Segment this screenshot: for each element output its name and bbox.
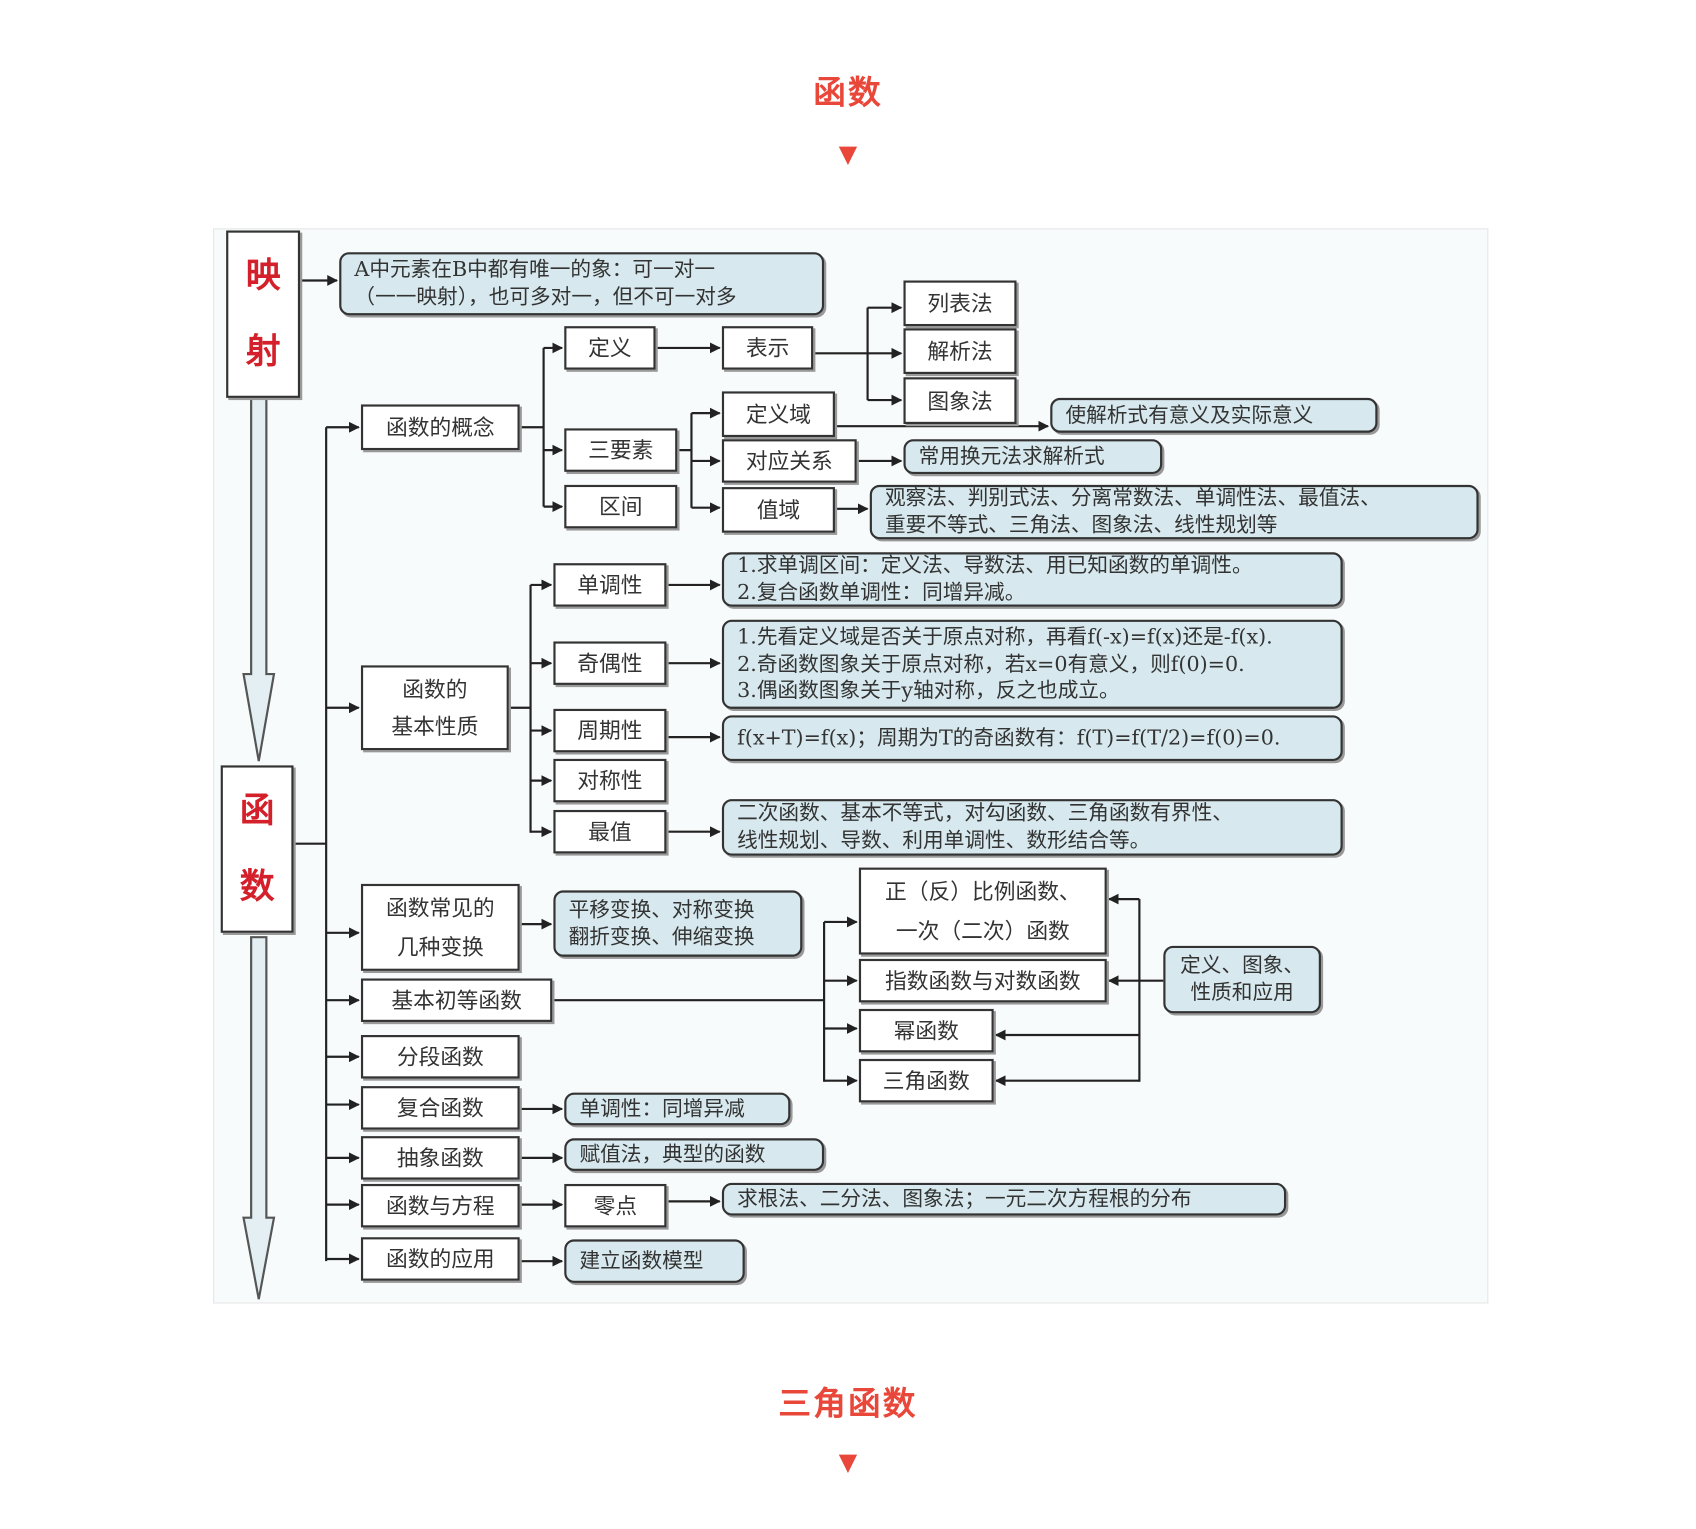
down-triangle-icon: ▼: [838, 1449, 858, 1477]
monotonicity-note: 1.求单调区间：定义法、导数法、用已知函数的单调性。 2.复合函数单调性：同增异…: [721, 552, 1343, 607]
extremum-note: 二次函数、基本不等式，对勾函数、三角函数有界性、 线性规划、导数、利用单调性、数…: [721, 799, 1343, 856]
periodicity-box: 周期性: [553, 708, 667, 753]
definition-box: 定义: [564, 326, 656, 370]
mapping-note: A中元素在B中都有唯一的象：可一对一 （一一映射），也可多对一，但不可一对多: [339, 252, 825, 316]
extremum-box: 最值: [553, 809, 667, 854]
note-line: 二次函数、基本不等式，对勾函数、三角函数有界性、: [737, 801, 1233, 826]
application-box: 函数的应用: [360, 1237, 520, 1281]
function-char: 函: [239, 789, 275, 832]
application-note: 建立函数模型: [564, 1239, 745, 1283]
equation-box: 函数与方程: [360, 1183, 520, 1228]
symmetry-box: 对称性: [553, 758, 667, 803]
note-line: A中元素在B中都有唯一的象：可一对一: [354, 258, 716, 282]
note-line: 重要不等式、三角法、图象法、线性规划等: [884, 513, 1278, 538]
note-line: 线性规划、导数、利用单调性、数形结合等。: [737, 828, 1151, 853]
trig-function-box: 三角函数: [858, 1058, 994, 1103]
note-line: 观察法、判别式法、分离常数法、单调性法、最值法、: [884, 486, 1381, 511]
elementary-note: 定义、图象、 性质和应用: [1163, 945, 1321, 1014]
interval-box: 区间: [564, 484, 678, 529]
correspondence-note: 常用换元法求解析式: [903, 439, 1163, 475]
exp-log-box: 指数函数与对数函数: [858, 958, 1107, 1003]
concept-box: 函数的概念: [360, 404, 520, 451]
monotonicity-box: 单调性: [553, 563, 667, 607]
note-line: 1.求单调区间：定义法、导数法、用已知函数的单调性。: [737, 553, 1253, 578]
label-line: 几种变换: [396, 933, 484, 960]
correspondence-box: 对应关系: [721, 439, 857, 483]
composite-note: 单调性：同增异减: [564, 1092, 791, 1126]
function-char: 数: [239, 865, 275, 907]
label-line: 基本性质: [391, 713, 479, 740]
note-line: 3.偶函数图象关于y轴对称，反之也成立。: [737, 678, 1120, 703]
label-line: 一次（二次）函数: [895, 917, 1070, 944]
range-box: 值域: [721, 487, 835, 533]
composite-box: 复合函数: [360, 1086, 520, 1130]
linear-function-box: 正（反）比例函数、 一次（二次）函数: [858, 867, 1107, 955]
note-line: 2.奇函数图象关于原点对称，若x=0有意义，则f(0)=0.: [737, 651, 1245, 676]
label-line: 函数的: [402, 676, 468, 703]
note-line: （一一映射），也可多对一，但不可一对多: [354, 284, 737, 309]
section-title: 函数: [813, 73, 883, 112]
note-line: 平移变换、对称变换: [568, 897, 755, 922]
power-function-box: 幂函数: [858, 1008, 994, 1053]
range-note: 观察法、判别式法、分离常数法、单调性法、最值法、 重要不等式、三角法、图象法、线…: [869, 484, 1479, 540]
equation-note: 求根法、二分法、图象法；一元二次方程根的分布: [721, 1182, 1287, 1216]
elementary-box: 基本初等函数: [360, 978, 553, 1022]
note-line: 性质和应用: [1190, 980, 1294, 1005]
mapping-char: 映: [245, 254, 281, 297]
function-box: 函 数: [220, 765, 294, 933]
method-box: 列表法: [903, 280, 1017, 327]
domain-note: 使解析式有意义及实际意义: [1050, 397, 1378, 433]
zero-point-box: 零点: [564, 1183, 667, 1228]
mapping-box: 映 射: [226, 230, 301, 398]
three-elements-box: 三要素: [564, 428, 678, 472]
mapping-char: 射: [245, 330, 281, 372]
down-triangle-icon: ▼: [838, 141, 858, 169]
note-line: 翻折变换、伸缩变换: [568, 924, 755, 949]
piecewise-box: 分段函数: [360, 1035, 520, 1079]
transform-box: 函数常见的 几种变换: [360, 883, 520, 971]
periodicity-note: f(x+T)=f(x)；周期为T的奇函数有：f(T)=f(T/2)=f(0)=0…: [721, 715, 1343, 762]
note-line: 1.先看定义域是否关于原点对称，再看f(-x)=f(x)还是-f(x).: [737, 625, 1273, 650]
representation-box: 表示: [721, 326, 814, 370]
abstract-note: 赋值法，典型的函数: [564, 1138, 825, 1171]
abstract-box: 抽象函数: [360, 1136, 520, 1180]
note-line: 定义、图象、: [1180, 953, 1305, 978]
method-box: 解析法: [903, 328, 1017, 374]
label-line: 正（反）比例函数、: [884, 878, 1081, 905]
method-box: 图象法: [903, 377, 1017, 425]
transform-note: 平移变换、对称变换 翻折变换、伸缩变换: [553, 890, 803, 957]
domain-box: 定义域: [721, 391, 835, 438]
note-line: 2.复合函数单调性：同增异减。: [737, 580, 1026, 605]
section-title: 三角函数: [778, 1385, 918, 1424]
parity-note: 1.先看定义域是否关于原点对称，再看f(-x)=f(x)还是-f(x). 2.奇…: [721, 619, 1343, 709]
parity-box: 奇偶性: [553, 641, 667, 685]
properties-box: 函数的 基本性质: [360, 665, 509, 751]
label-line: 函数常见的: [385, 894, 495, 921]
